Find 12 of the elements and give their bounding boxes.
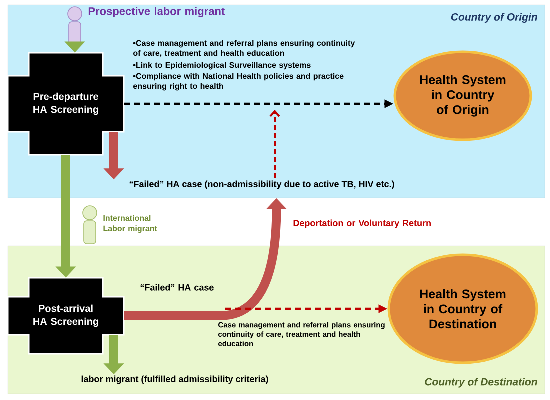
person-icon xyxy=(82,206,98,244)
person-caption: International Labor migrant xyxy=(104,215,158,234)
screening-cross: Post-arrival HA Screening xyxy=(7,277,125,355)
person-caption: Prospective labor migrant xyxy=(88,7,225,18)
outcome-text: labor migrant (fulfilled admissibility criteria) xyxy=(82,376,268,384)
note-text: •Link to Epidemiological Surveillance systems xyxy=(133,62,311,70)
screening-cross: Pre-departure HA Screening xyxy=(7,52,125,156)
note-text: •Compliance with National Health policies and practice ensuring right to health xyxy=(133,73,344,91)
note-text: “Failed” HA case xyxy=(140,284,214,291)
edge-label: Deportation or Voluntary Return xyxy=(294,220,431,228)
note-text: •Case management and referral plans ensuring continuity of care, treatment and health education xyxy=(133,40,356,58)
outcome-text: “Failed” HA case (non-admissibility due to active TB, HIV etc.) xyxy=(130,180,394,190)
